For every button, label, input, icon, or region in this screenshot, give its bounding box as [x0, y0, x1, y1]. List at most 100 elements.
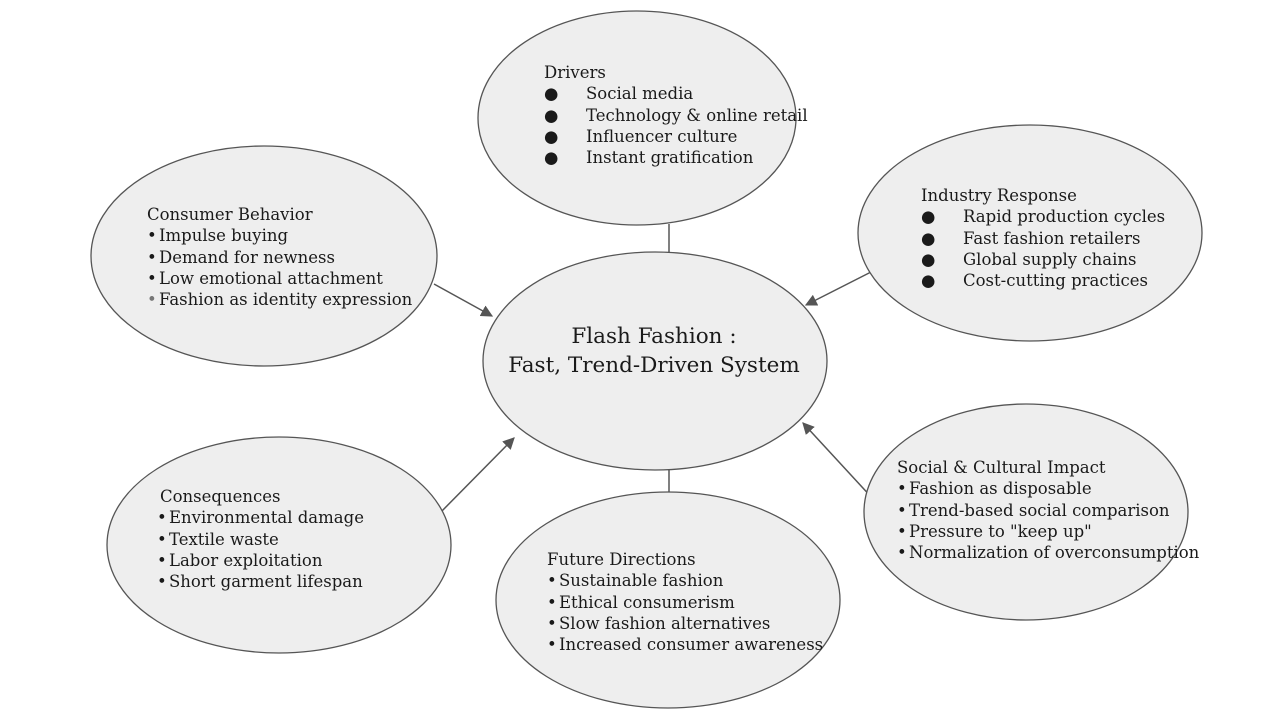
- list-item: ● Social media: [544, 83, 808, 104]
- center-title-line-2: Fast, Trend-Driven System: [508, 353, 800, 378]
- list-item-label: Increased consumer awareness: [559, 635, 824, 655]
- node-consumer-behavior: [90, 145, 438, 367]
- future-directions-title: Future Directions: [547, 550, 696, 569]
- center-title-line-1: Flash Fashion :: [571, 324, 737, 349]
- bullet-icon: •: [897, 479, 907, 499]
- list-item: ● Rapid production cycles: [921, 206, 1165, 227]
- bullet-icon: •: [897, 521, 907, 541]
- list-item: •Ethical consumerism: [547, 592, 823, 613]
- bullet-icon: ●: [544, 148, 559, 168]
- list-item: •Trend-based social comparison: [897, 500, 1199, 521]
- list-item: ● Global supply chains: [921, 249, 1165, 270]
- list-item: ●Influencer culture: [544, 126, 808, 147]
- bullet-icon: •: [157, 529, 167, 549]
- list-item: •Impulse buying: [147, 225, 412, 246]
- consumer-behavior-title: Consumer Behavior: [147, 205, 313, 224]
- bullet-icon: •: [157, 550, 167, 570]
- future-directions-list: •Sustainable fashion •Ethical consumeris…: [547, 570, 823, 655]
- list-item-label: Textile waste: [169, 529, 279, 549]
- list-item: •Normalization of overconsumption: [897, 542, 1199, 563]
- list-item-label: Slow fashion alternatives: [559, 613, 771, 633]
- list-item: •Sustainable fashion: [547, 570, 823, 591]
- social-cultural-impact-text: Social & Cultural Impact •Fashion as dis…: [897, 457, 1199, 563]
- list-item-label: Global supply chains: [963, 249, 1137, 269]
- bullet-icon: •: [147, 247, 157, 267]
- list-item: ● Fast fashion retailers: [921, 228, 1165, 249]
- node-social-cultural-impact: [863, 403, 1189, 621]
- node-future-directions: [495, 491, 841, 709]
- arrow-consequences-to-center: [436, 437, 515, 517]
- bullet-icon: ●: [544, 105, 559, 125]
- list-item: •Labor exploitation: [157, 550, 364, 571]
- center-label: Flash Fashion : Fast, Trend-Driven Syste…: [484, 322, 824, 380]
- list-item-label: Social media: [586, 84, 694, 104]
- list-item: •Short garment lifespan: [157, 571, 364, 592]
- bullet-icon: •: [547, 613, 557, 633]
- list-item: •Pressure to "keep up": [897, 521, 1199, 542]
- node-industry-response: [857, 124, 1203, 342]
- bullet-icon: •: [147, 226, 157, 246]
- list-item: ● Technology & online retail: [544, 105, 808, 126]
- consumer-behavior-text: Consumer Behavior •Impulse buying •Deman…: [147, 204, 412, 310]
- bullet-icon: •: [547, 571, 557, 591]
- list-item-label: Cost-cutting practices: [963, 271, 1148, 291]
- node-consequences: [106, 436, 452, 654]
- bullet-icon: •: [897, 543, 907, 563]
- bullet-icon: •: [157, 508, 167, 528]
- list-item-label: Ethical consumerism: [559, 592, 735, 612]
- bullet-icon: •: [157, 572, 167, 592]
- list-item-label: Low emotional attachment: [159, 268, 383, 288]
- list-item-label: Trend-based social comparison: [909, 500, 1170, 520]
- arrow-social-impact-to-center: [802, 422, 875, 501]
- list-item-label: Short garment lifespan: [169, 572, 363, 592]
- node-drivers: [477, 10, 797, 226]
- list-item-label: Sustainable fashion: [559, 571, 724, 591]
- list-item: •Environmental damage: [157, 507, 364, 528]
- consumer-behavior-list: •Impulse buying •Demand for newness •Low…: [147, 225, 412, 310]
- list-item-label: Fashion as identity expression: [159, 290, 413, 310]
- list-item-label: Influencer culture: [586, 126, 738, 146]
- drivers-text: Drivers ● Social media ● Technology & onli…: [544, 62, 808, 168]
- list-item: ● Cost-cutting practices: [921, 270, 1165, 291]
- list-item-label: Technology & online retail: [586, 105, 808, 125]
- bullet-icon: ●: [544, 84, 559, 104]
- arrow-consumer-behavior-to-center: [433, 283, 494, 317]
- drivers-list: ● Social media ● Technology & online retai…: [544, 83, 808, 168]
- arrow-industry-response-to-center: [804, 271, 872, 306]
- future-directions-text: Future Directions •Sustainable fashion •…: [547, 549, 823, 655]
- bullet-icon: ●: [921, 271, 936, 291]
- industry-response-title: Industry Response: [921, 186, 1077, 205]
- list-item-label: Impulse buying: [159, 226, 289, 246]
- consequences-title: Consequences: [160, 487, 281, 506]
- drivers-title: Drivers: [544, 63, 606, 82]
- list-item-label: Labor exploitation: [169, 550, 323, 570]
- list-item-label: Fast fashion retailers: [963, 228, 1141, 248]
- list-item: •Fashion as disposable: [897, 478, 1199, 499]
- bullet-icon: •: [547, 635, 557, 655]
- list-item: •Demand for newness: [147, 247, 412, 268]
- bullet-icon: •: [147, 268, 157, 288]
- list-item-label: Normalization of overconsumption: [909, 543, 1200, 563]
- list-item: •Low emotional attachment: [147, 268, 412, 289]
- list-item-label: Demand for newness: [159, 247, 335, 267]
- consequences-list: •Environmental damage •Textile waste •La…: [157, 507, 364, 592]
- industry-response-list: ● Rapid production cycles ● Fast fashion r…: [921, 206, 1165, 291]
- social-cultural-impact-list: •Fashion as disposable •Trend-based soci…: [897, 478, 1199, 563]
- list-item-label: Instant gratification: [586, 148, 754, 168]
- list-item: •Increased consumer awareness: [547, 634, 823, 655]
- bullet-icon: •: [147, 290, 157, 310]
- list-item-label: Rapid production cycles: [963, 207, 1166, 227]
- list-item-label: Fashion as disposable: [909, 479, 1092, 499]
- bullet-icon: ●: [921, 207, 936, 227]
- industry-response-text: Industry Response ● Rapid production cycl…: [921, 185, 1165, 291]
- bullet-icon: ●: [921, 228, 936, 248]
- consequences-text: Consequences •Environmental damage •Text…: [157, 486, 364, 592]
- bullet-icon: ●: [921, 249, 936, 269]
- node-center: [482, 251, 828, 471]
- list-item: •Textile waste: [157, 529, 364, 550]
- list-item-label: Pressure to "keep up": [909, 521, 1092, 541]
- list-item: ● Instant gratification: [544, 147, 808, 168]
- list-item-label: Environmental damage: [169, 508, 364, 528]
- bullet-icon: •: [897, 500, 907, 520]
